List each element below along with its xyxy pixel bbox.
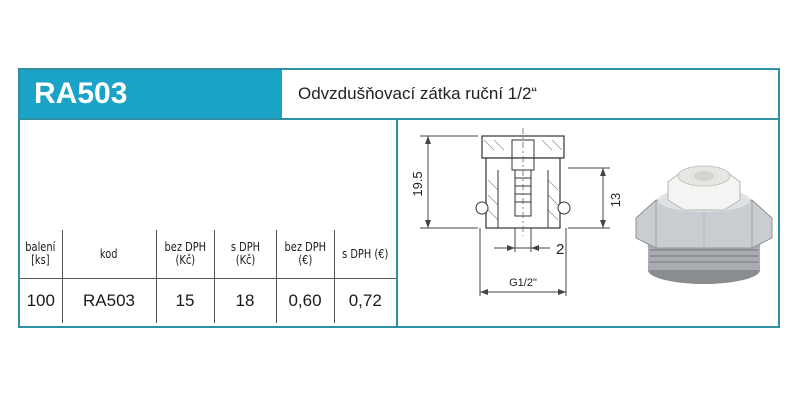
cell-s-dph-kc: 18 [213,278,276,323]
price-table: balení[ks] kod bez DPH(Kč) s DPH (Kč) be… [20,230,396,323]
header-divider [20,118,778,120]
dim-width-small: 2 [556,241,564,258]
dim-height-thread: 13 [608,193,623,207]
header-kod: kod [61,230,156,279]
cell-baleni: 100 [26,291,55,310]
header-s-dph-eur: s DPH (€) [333,230,396,279]
technical-drawing: 19.5 13 [410,128,773,296]
product-card: RA503 Odvzdušňovací zátka ruční 1/2“ bal… [18,68,780,328]
cell-s-dph-eur: 0,72 [333,278,396,323]
product-description: Odvzdušňovací zátka ruční 1/2“ [298,84,538,103]
cell-bez-dph-eur: 0,60 [275,278,334,323]
header-baleni: balení[ks] [20,230,62,279]
header-s-dph-kc: s DPH (Kč) [213,230,276,279]
header-bez-dph-eur: bez DPH(€) [275,230,334,279]
column-divider [396,118,398,326]
product-photo [635,165,773,284]
product-code: RA503 [20,70,282,118]
cell-bez-dph-kc: 15 [155,278,214,323]
price-table-header-row: balení[ks] kod bez DPH(Kč) s DPH (Kč) be… [20,230,396,279]
table-row: 100 RA503 15 18 0,60 0,72 [20,278,396,323]
dim-thread: G1/2" [509,277,537,289]
header-bez-dph-kc: bez DPH(Kč) [155,230,214,279]
dim-height-total: 19.5 [410,171,425,196]
cell-kod: RA503 [61,278,156,323]
